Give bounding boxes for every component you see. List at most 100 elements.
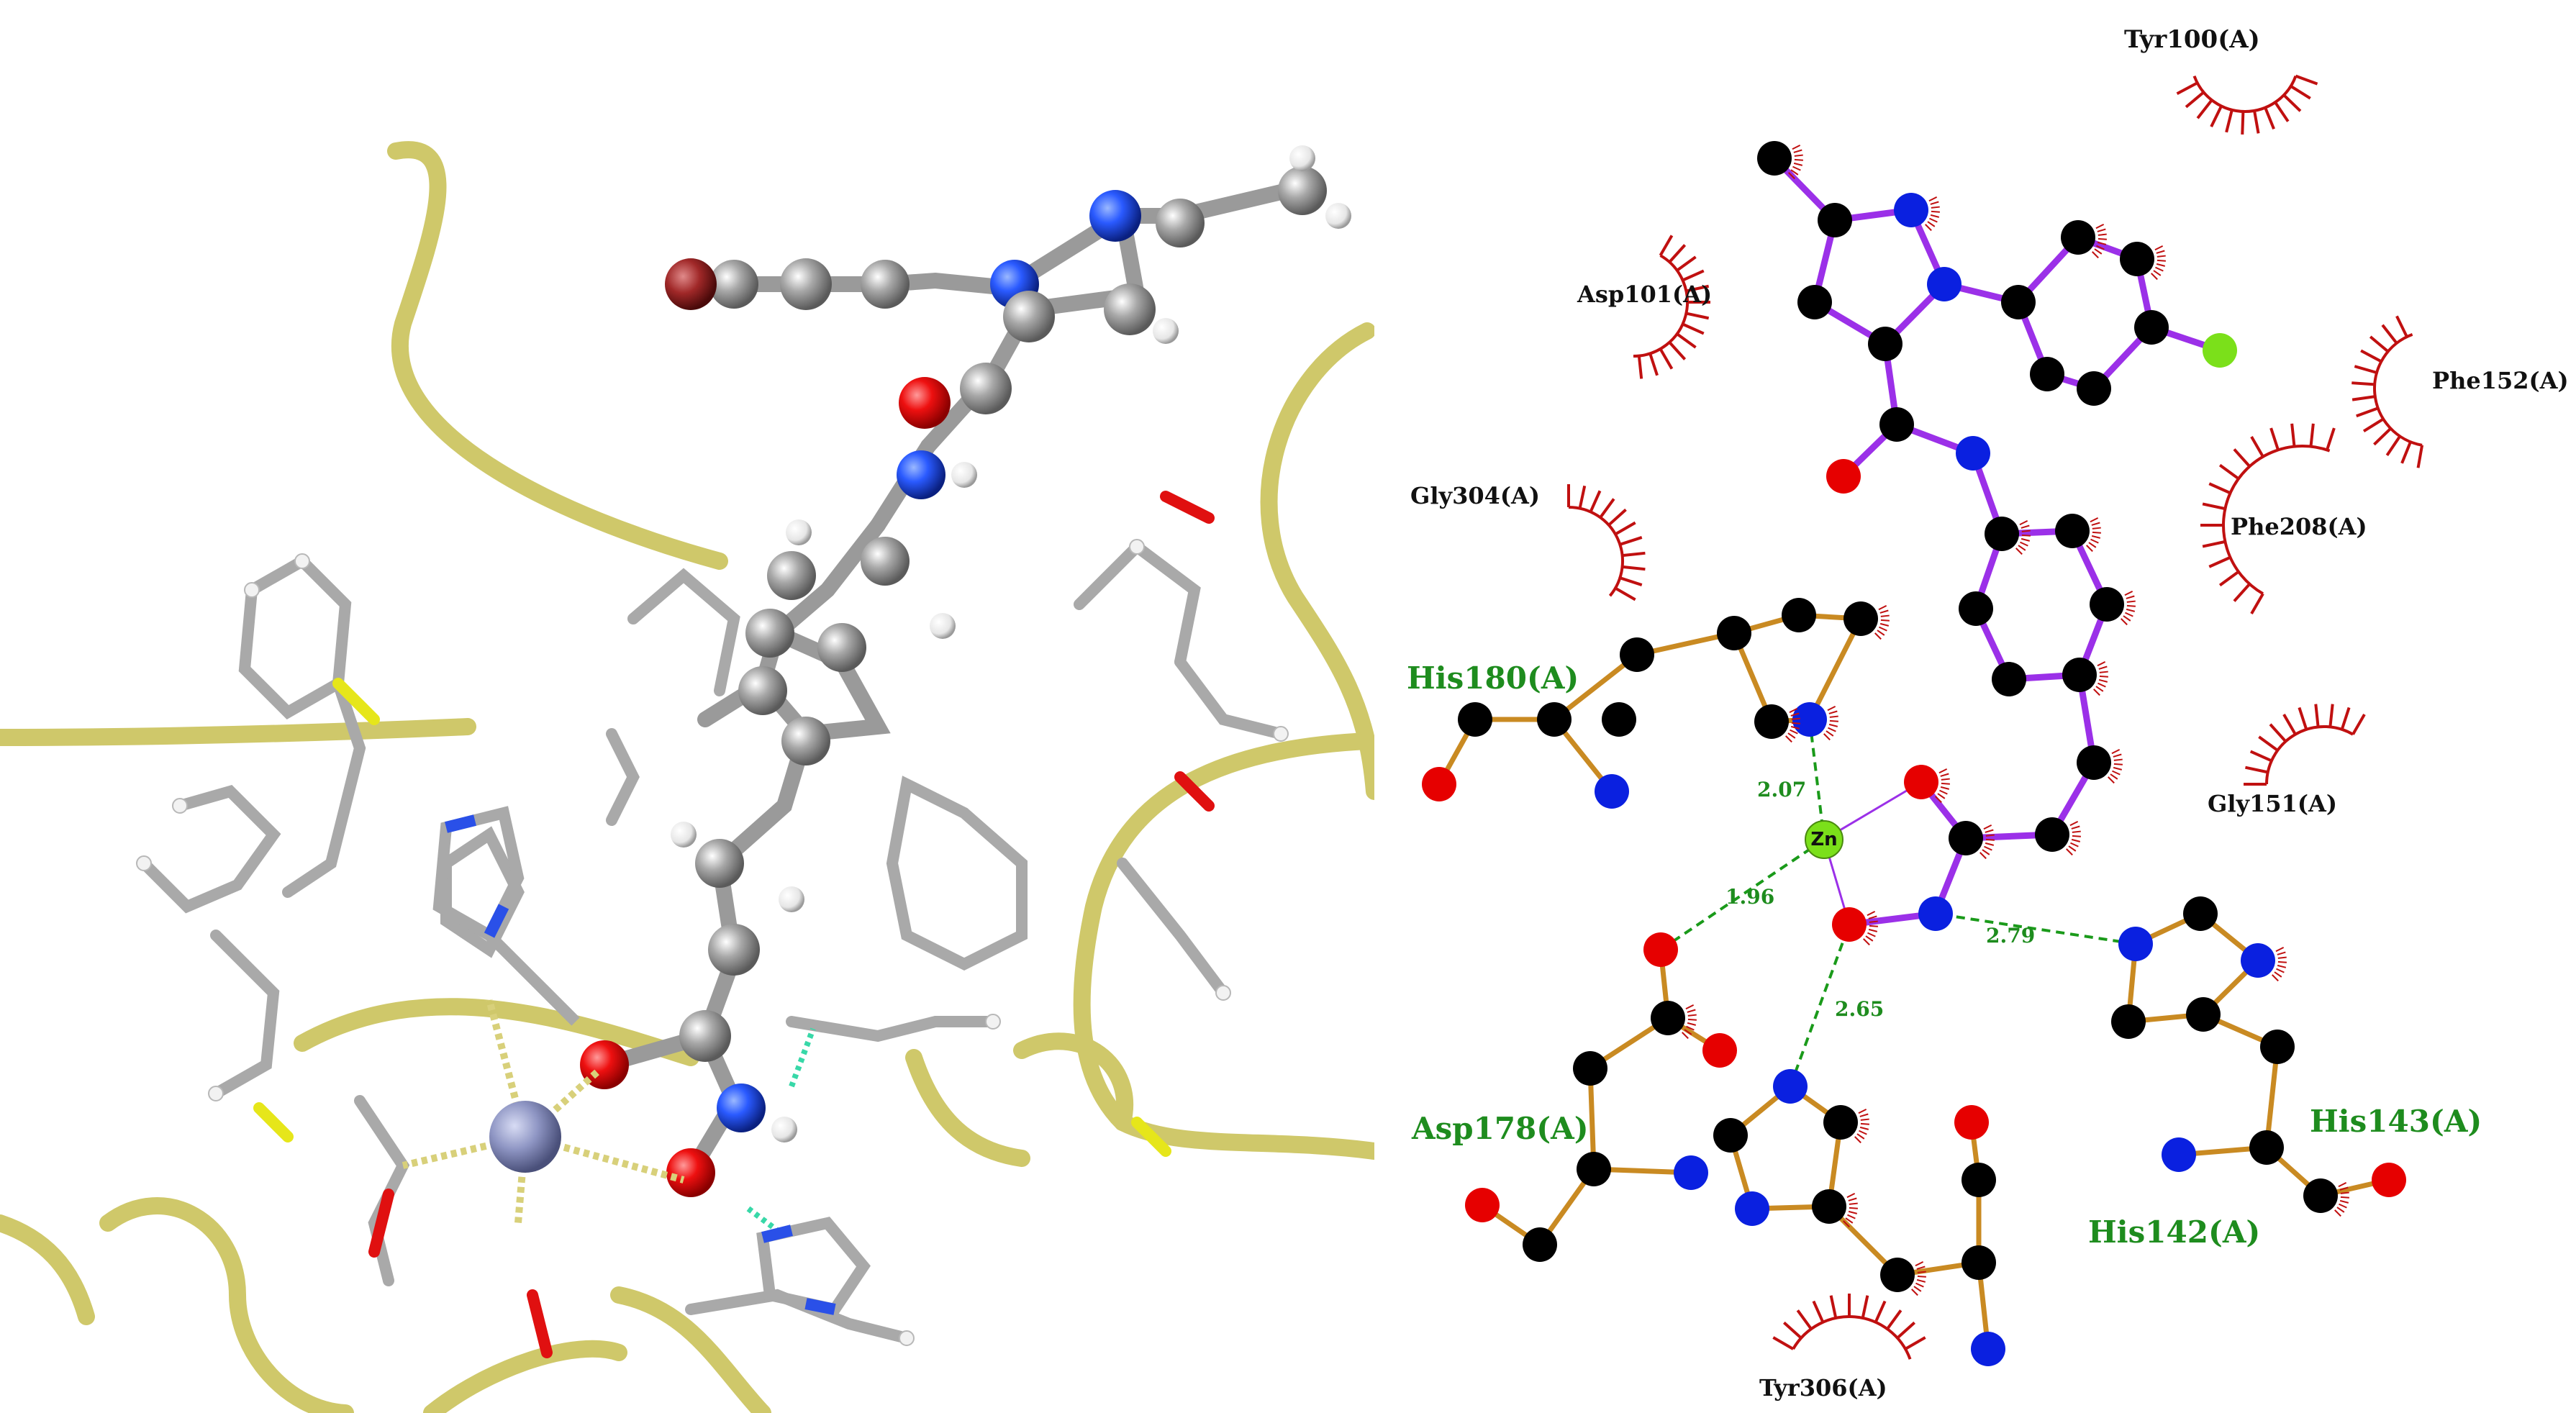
contact-tick (1827, 705, 1836, 712)
contact-tick (1684, 1029, 1692, 1035)
arc-spike (1619, 536, 1643, 546)
contact-tick (1788, 172, 1795, 180)
contact-tick (1867, 910, 1876, 917)
arc-spike (2250, 593, 2264, 614)
atom-f9 (1962, 1163, 1996, 1197)
atom-p6 (2030, 357, 2064, 391)
hydrogen-bond (1808, 719, 1826, 840)
contact-tick (2098, 665, 2108, 670)
residue-bond (1551, 652, 1640, 722)
contact-tick (1916, 1278, 1926, 1283)
contact-tick (2124, 590, 2133, 596)
contact-tick (2336, 1207, 2345, 1213)
contact-tick (2340, 1196, 2349, 1199)
hydrophobic-contacts (1567, 74, 2424, 1360)
contact-tick (2095, 686, 2104, 692)
arc-gly304 (1567, 484, 1646, 601)
arc-spike (2269, 723, 2287, 742)
contact-tick (2125, 612, 2133, 617)
contact-tick (2021, 524, 2030, 529)
contact-tick (2097, 660, 2106, 667)
arc-spike (2250, 436, 2264, 458)
binding-site-3d-view (0, 141, 1374, 1413)
contact-tick (1865, 935, 1874, 942)
arc-spike (1685, 312, 1710, 320)
atom-p2 (2061, 220, 2095, 255)
arc-spike (2258, 735, 2279, 752)
contact-tick (1879, 626, 1887, 632)
bromine-atom (665, 258, 717, 310)
arc-spike (2385, 435, 2401, 456)
arc-spike (1622, 565, 1646, 571)
contact-tick (2272, 974, 2279, 982)
contact-tick (1686, 1025, 1695, 1031)
atom-a2 (1797, 285, 1832, 319)
ligand-atoms (580, 166, 1327, 1197)
arc-spike (2176, 81, 2198, 95)
contact-tick (2277, 964, 2287, 968)
contact-tick (1879, 622, 1890, 627)
arc-spike (1599, 498, 1615, 519)
contact-tick (1791, 722, 1800, 724)
atom-c8 (2077, 745, 2111, 780)
atom-h3 (1792, 702, 1827, 737)
contact-tick (1868, 915, 1877, 919)
arc-spike (2356, 406, 2379, 418)
label-his143: His143(A) (2310, 1104, 2482, 1139)
atom-me (1757, 141, 1792, 176)
contact-tick (2070, 842, 2079, 848)
atom-b4 (2062, 658, 2097, 692)
contact-tick (1859, 1113, 1869, 1117)
contact-tick (2156, 250, 2165, 254)
zinc-label: Zn (1810, 829, 1837, 850)
contact-tick (2066, 848, 2073, 856)
contact-tick (2277, 951, 2286, 955)
arc-spike (2202, 540, 2226, 548)
contact-tick (1863, 938, 1870, 946)
zinc-atom-3d (489, 1101, 561, 1173)
atom-h2 (1843, 601, 1878, 636)
contact-tick (2091, 522, 2100, 526)
atom-c10 (1949, 821, 1983, 855)
arc-spike (2340, 706, 2351, 730)
contact-tick (1828, 727, 1836, 732)
contact-tick (1859, 1126, 1869, 1130)
contact-tick (1984, 845, 1992, 851)
arc-spike (1607, 508, 1627, 527)
arc-line (1568, 506, 1624, 597)
contact-tick (1790, 729, 1798, 735)
arc-spike (1659, 347, 1674, 370)
contact-tick (2021, 537, 2031, 542)
contact-tick (1846, 1192, 1856, 1199)
arc-spike (1874, 1300, 1887, 1323)
arc-spike (1682, 269, 1705, 282)
atom-f10 (1954, 1105, 1989, 1140)
contact-tick (2094, 248, 2103, 255)
contact-tick (1793, 162, 1803, 166)
arc-spike (2282, 714, 2297, 735)
contact-tick (1915, 1282, 1924, 1288)
contact-tick (2157, 255, 2166, 258)
label-phe152: Phe152(A) (2432, 367, 2569, 394)
label-his142: His142(A) (2088, 1214, 2260, 1250)
contact-tick (2020, 541, 2028, 547)
arc-gly151 (2244, 704, 2366, 786)
atom-n10 (1918, 896, 1953, 931)
contact-tick (2097, 228, 2106, 232)
contact-tick (1880, 614, 1890, 617)
arc-spike (1622, 551, 1646, 558)
atom-hcN (1595, 774, 1629, 809)
contact-tick (1790, 712, 1800, 717)
hydrogen-bond (1935, 912, 2136, 945)
arc-spike (2202, 502, 2226, 511)
arc-spike (2290, 85, 2311, 100)
atom-n7 (1956, 436, 1990, 471)
contact-tick (1849, 1207, 1858, 1209)
arc-line (1633, 254, 1689, 358)
contact-tick (2071, 825, 2080, 830)
contact-tick (2126, 595, 2135, 599)
atom-hc3 (1602, 702, 1636, 737)
contact-tick (1937, 793, 1946, 799)
arc-spike (1676, 255, 1697, 272)
contact-tick (1794, 154, 1803, 157)
